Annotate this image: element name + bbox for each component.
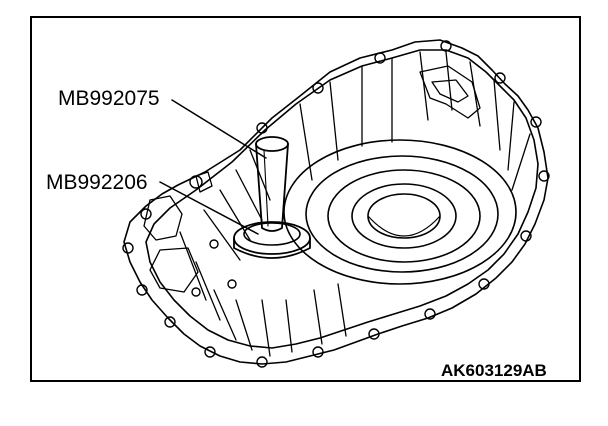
leader-line-tool-lower	[159, 181, 259, 235]
bore-ring-2	[305, 155, 499, 273]
bore-ring-4	[351, 183, 457, 249]
bore-depth	[367, 215, 441, 237]
case-flange	[145, 49, 539, 349]
seal-race-body	[233, 237, 311, 259]
shaft-tool-top	[255, 136, 289, 152]
bore-ring-3	[327, 169, 481, 263]
seal-race-inner	[243, 222, 301, 246]
bore-ring-5	[367, 193, 441, 239]
leader-line-tool-upper	[171, 99, 267, 159]
figure-frame	[30, 16, 581, 382]
case-pocket	[419, 65, 481, 119]
rib-lines	[179, 51, 531, 357]
bolt-holes	[122, 40, 550, 368]
shaft-tool-highlight	[263, 149, 269, 227]
shaft-tool-body	[255, 143, 289, 232]
label-tool-upper: MB992075	[58, 87, 160, 110]
case-outline	[123, 39, 549, 365]
label-tool-lower: MB992206	[46, 171, 148, 194]
left-housing	[143, 171, 213, 293]
figure-code: AK603129AB	[441, 361, 547, 380]
